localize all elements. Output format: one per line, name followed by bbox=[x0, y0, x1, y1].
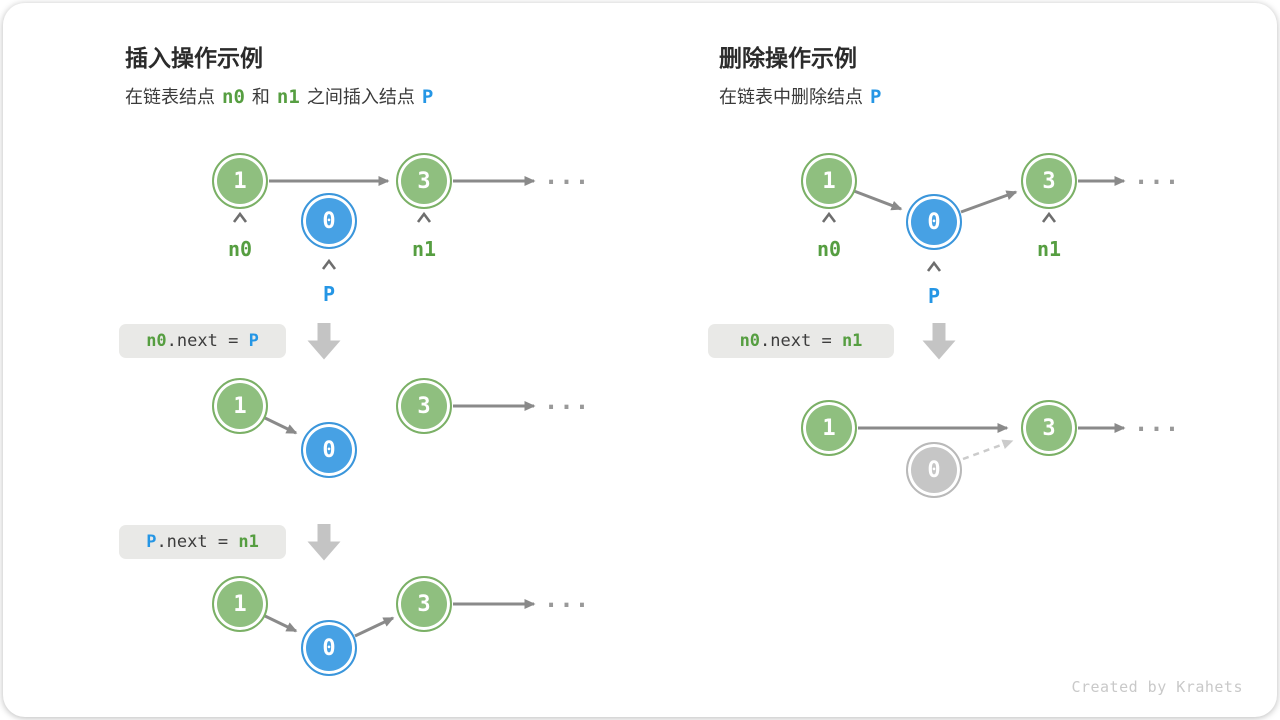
caret-up-icon bbox=[232, 211, 248, 223]
list-node-n1: 3 bbox=[396, 378, 452, 434]
list-node-p: 0 bbox=[301, 620, 357, 676]
list-node-n0: 1 bbox=[212, 576, 268, 632]
code-box-delete-step1: n0.next = n1 bbox=[708, 324, 894, 358]
insert-panel-title: 插入操作示例 bbox=[125, 45, 263, 71]
pointer-label-n0: n0 bbox=[227, 237, 253, 261]
list-node-n1: 3 bbox=[396, 153, 452, 209]
diagram-card: 插入操作示例 在链表结点 n0 和 n1 之间插入结点 P 1 3 0 ... … bbox=[3, 3, 1277, 717]
list-node-p: 0 bbox=[906, 194, 962, 250]
arrow-line bbox=[264, 416, 298, 435]
list-node-p: 0 bbox=[301, 193, 357, 249]
down-block-arrow-icon bbox=[922, 323, 956, 360]
caret-up-icon bbox=[321, 258, 337, 270]
pointer-label-n0: n0 bbox=[816, 237, 842, 261]
connector-layer bbox=[232, 176, 1126, 638]
ellipsis: ... bbox=[1133, 409, 1181, 437]
credit-text: Created by Krahets bbox=[1071, 678, 1243, 696]
list-node-p: 0 bbox=[301, 422, 357, 478]
dashed-arrow-line bbox=[962, 439, 1014, 461]
code-box-insert-step2: P.next = n1 bbox=[119, 525, 286, 559]
arrow-line bbox=[853, 189, 903, 211]
ellipsis: ... bbox=[543, 162, 591, 190]
caret-up-icon bbox=[1041, 211, 1057, 223]
arrow-line bbox=[960, 190, 1018, 214]
code-box-insert-step1: n0.next = P bbox=[119, 324, 286, 358]
down-block-arrow-icon bbox=[307, 524, 341, 561]
arrow-line bbox=[354, 616, 395, 638]
pointer-label-n1: n1 bbox=[1036, 237, 1062, 261]
caret-up-icon bbox=[926, 260, 942, 272]
list-node-n0: 1 bbox=[212, 153, 268, 209]
ellipsis: ... bbox=[543, 387, 591, 415]
list-node-n1: 3 bbox=[396, 576, 452, 632]
pointer-label-n1: n1 bbox=[411, 237, 437, 261]
ellipsis: ... bbox=[543, 585, 591, 613]
list-node-n0: 1 bbox=[801, 153, 857, 209]
caret-up-icon bbox=[416, 211, 432, 223]
list-node-n0: 1 bbox=[212, 378, 268, 434]
caret-up-icon bbox=[821, 211, 837, 223]
arrow-line bbox=[264, 614, 298, 633]
list-node-n1: 3 bbox=[1021, 153, 1077, 209]
delete-panel-subtitle: 在链表中删除结点 P bbox=[719, 86, 882, 108]
pointer-label-p: P bbox=[927, 284, 941, 308]
list-node-p-removed: 0 bbox=[906, 442, 962, 498]
list-node-n0: 1 bbox=[801, 400, 857, 456]
pointer-label-p: P bbox=[322, 282, 336, 306]
down-block-arrow-icon bbox=[307, 323, 341, 360]
list-node-n1: 3 bbox=[1021, 400, 1077, 456]
insert-panel-subtitle: 在链表结点 n0 和 n1 之间插入结点 P bbox=[125, 86, 434, 108]
ellipsis: ... bbox=[1133, 162, 1181, 190]
delete-panel-title: 删除操作示例 bbox=[719, 45, 857, 71]
